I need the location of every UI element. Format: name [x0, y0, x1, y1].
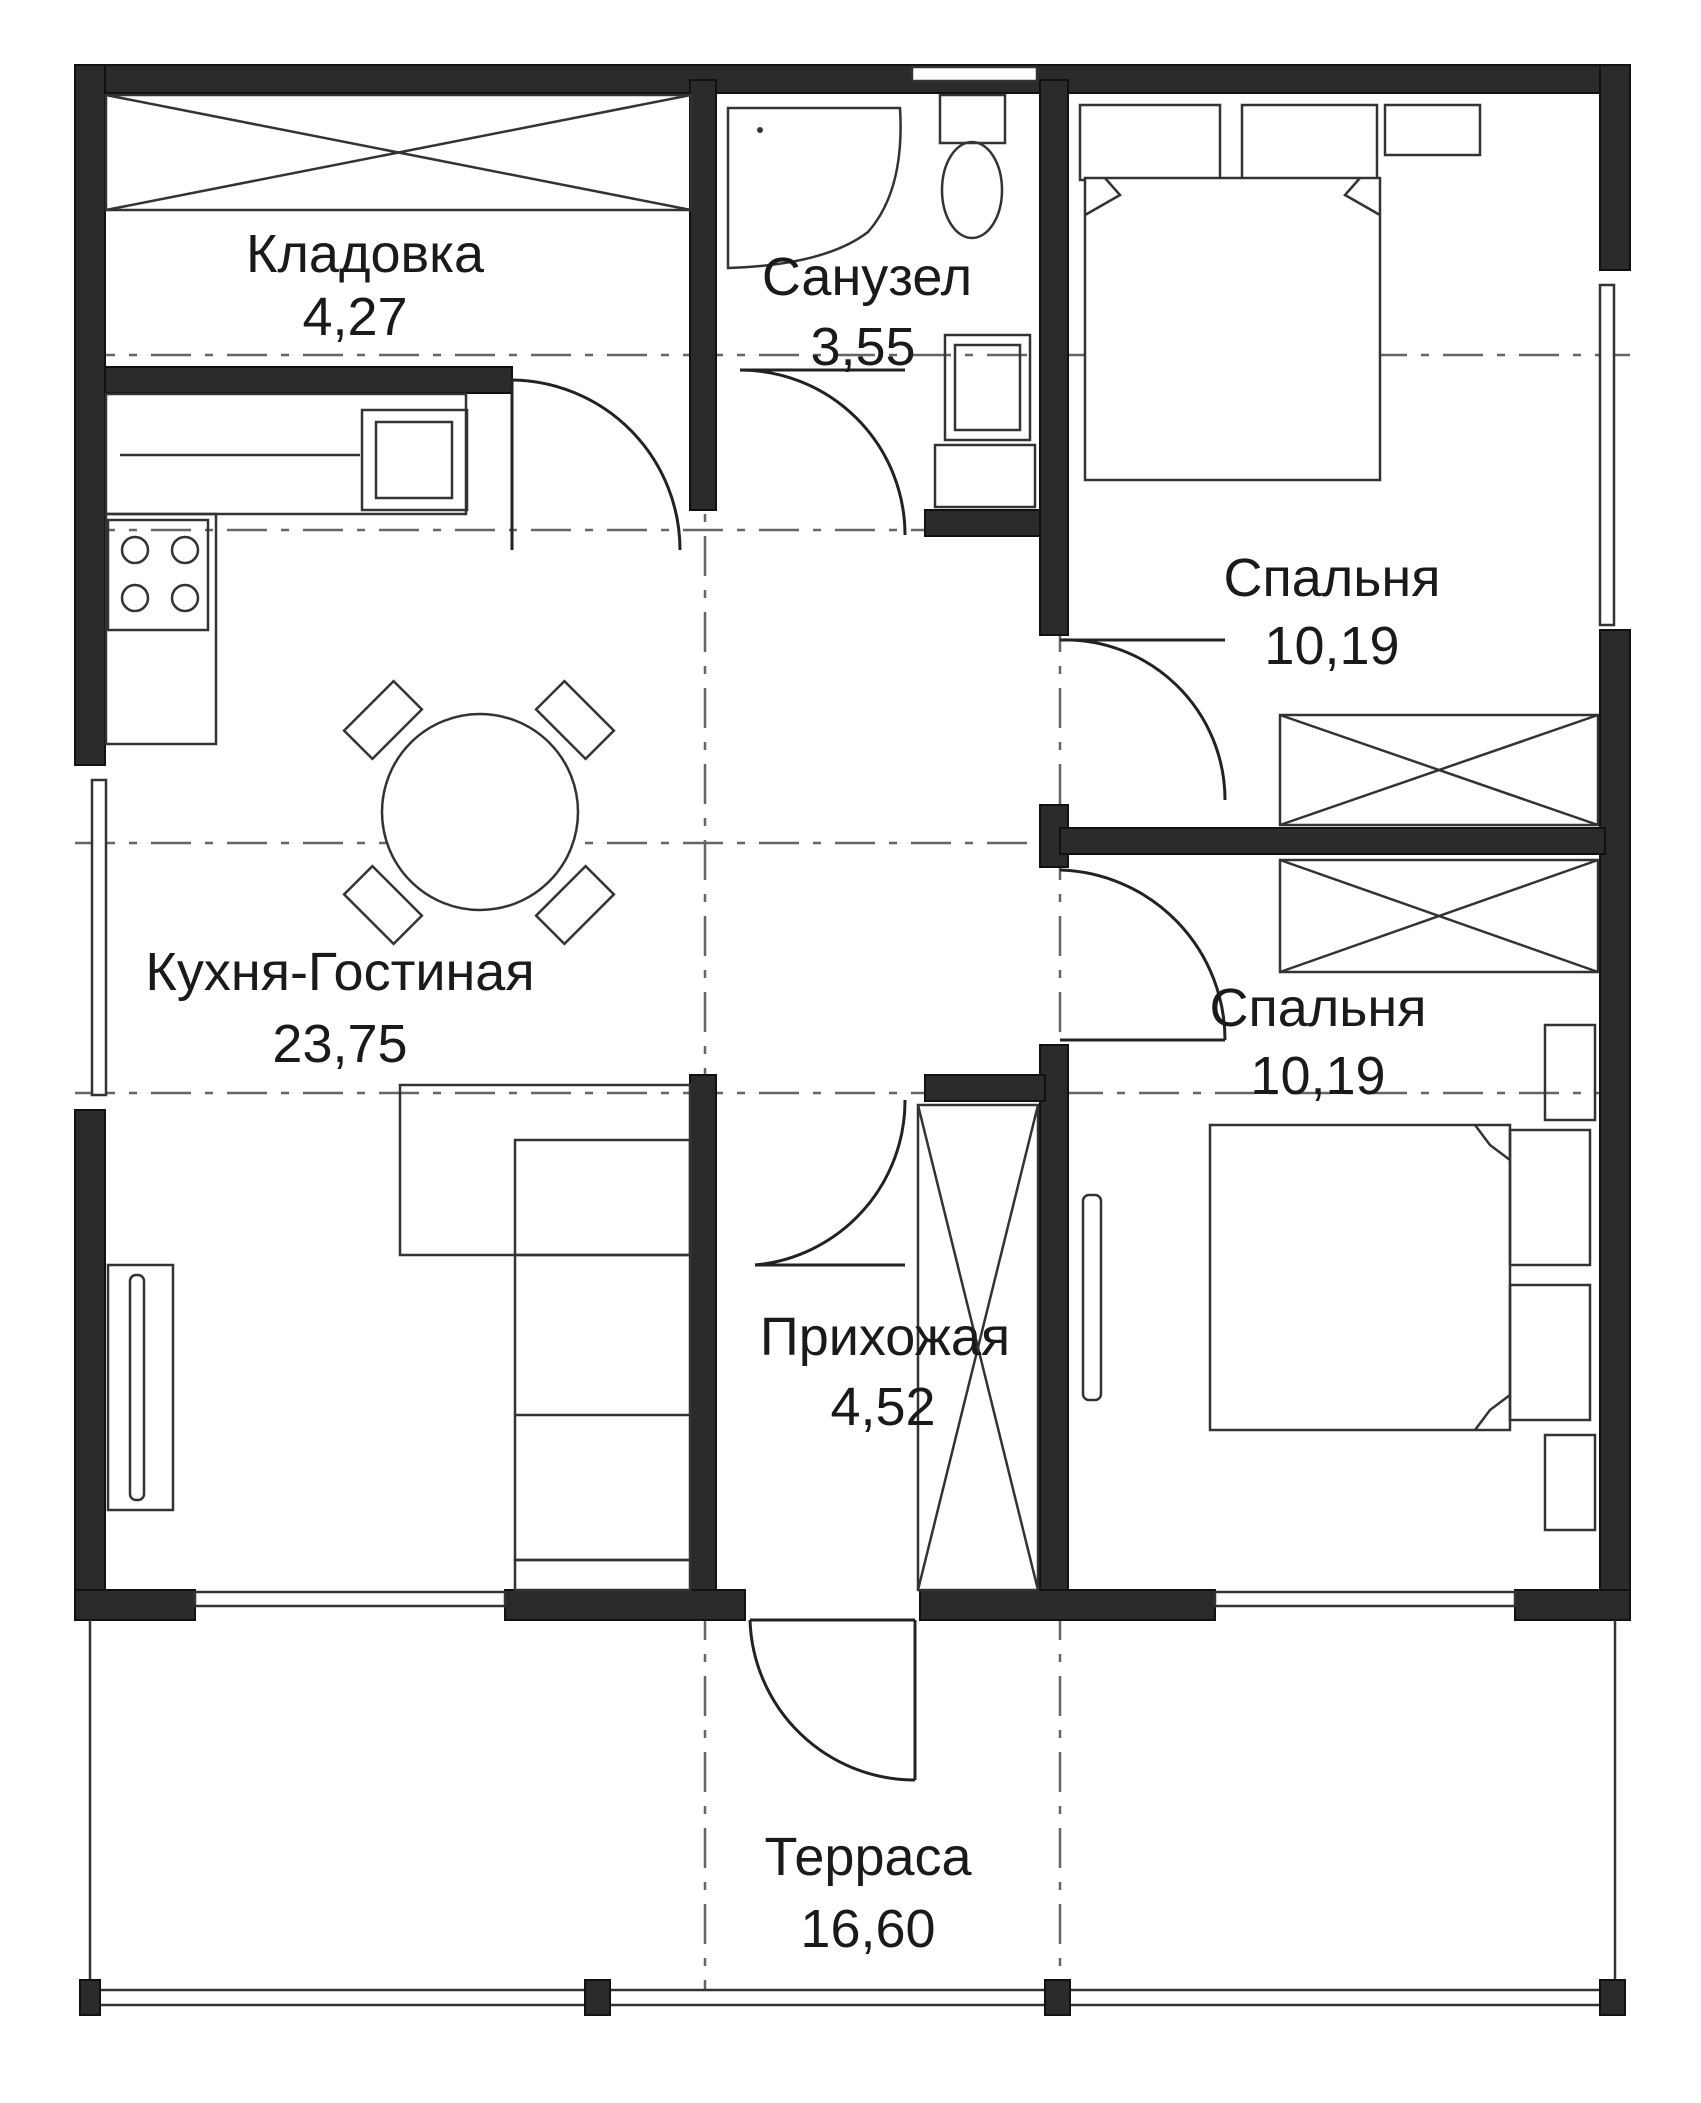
bedroom-1-furniture	[1078, 103, 1600, 827]
kitchen-name: Кухня-Гостиная	[145, 942, 534, 1002]
bedroom-1-area: 10,19	[1264, 616, 1399, 676]
bedroom-2-area: 10,19	[1250, 1046, 1385, 1106]
doors	[510, 368, 1227, 1782]
dining-table	[342, 679, 616, 946]
bedroom-2-name: Спальня	[1210, 978, 1427, 1038]
bathroom-area: 3,55	[810, 317, 915, 377]
kitchen-area: 23,75	[272, 1014, 407, 1074]
storage-area: 4,27	[302, 287, 407, 347]
bedroom-1-name: Спальня	[1224, 548, 1441, 608]
exterior-walls	[74, 64, 1631, 1621]
terrace-area: 16,60	[800, 1899, 935, 1959]
room-labels: Кладовка 4,27 Санузел 3,55 Спальня 10,19…	[145, 224, 1440, 1959]
bathroom-fixtures	[726, 93, 1037, 509]
hallway-name: Прихожая	[760, 1307, 1010, 1367]
terrace	[79, 1620, 1626, 2016]
hallway-wardrobe	[916, 1103, 1040, 1592]
storage-shelving	[104, 93, 693, 212]
storage-name: Кладовка	[246, 224, 485, 284]
kitchen-furniture	[104, 392, 469, 746]
sofa	[398, 1083, 692, 1592]
tv-stand	[106, 1263, 175, 1512]
hallway-area: 4,52	[830, 1377, 935, 1437]
terrace-name: Терраса	[764, 1827, 972, 1887]
bedroom-2-furniture	[1081, 858, 1600, 1532]
bathroom-name: Санузел	[762, 247, 972, 307]
windows	[90, 65, 1616, 1608]
